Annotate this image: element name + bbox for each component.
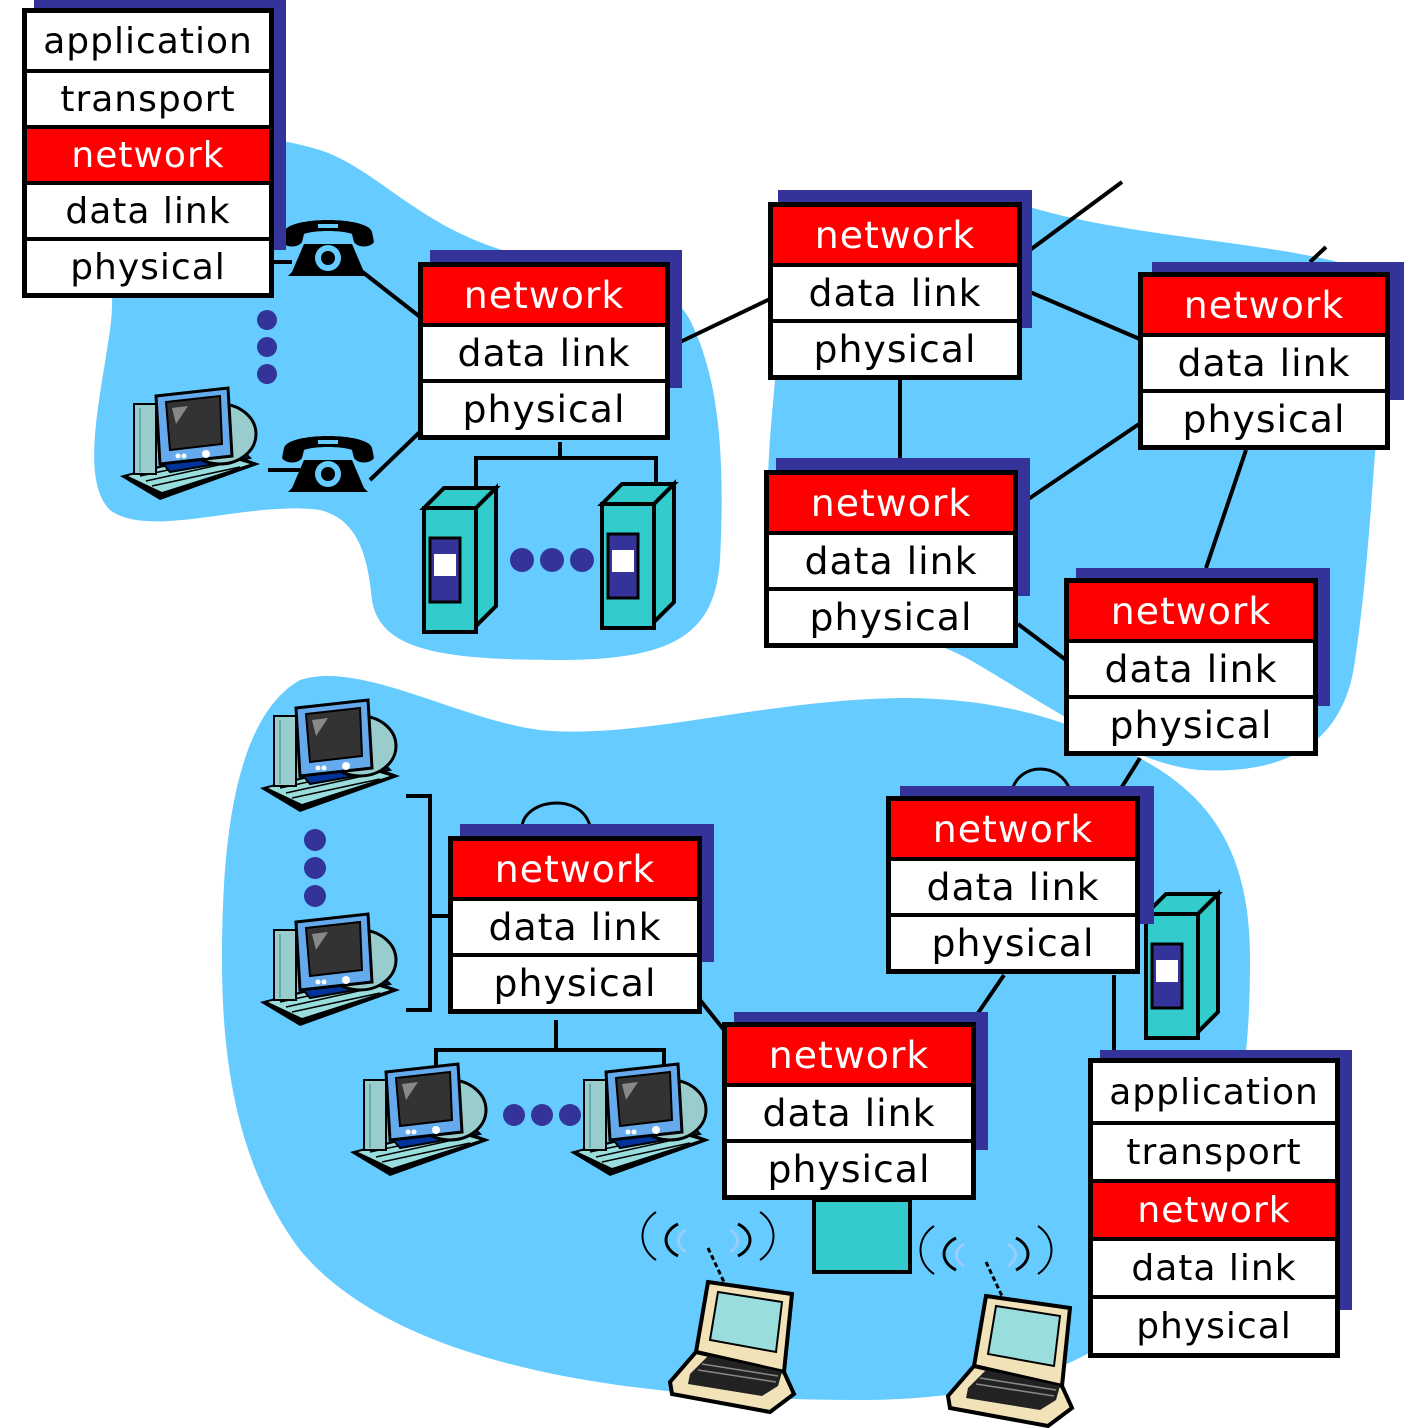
- layer-data-link: data link: [423, 323, 665, 379]
- ellipsis-dots-icon: [304, 885, 326, 907]
- layer-data-link: data link: [769, 531, 1013, 587]
- layer-data-link: data link: [1093, 1237, 1335, 1295]
- ellipsis-dots-icon: [304, 857, 326, 879]
- access-point-icon: [812, 1198, 912, 1274]
- layer-network: network: [27, 125, 269, 181]
- ellipsis-dots-icon: [540, 548, 564, 572]
- layer-network: network: [891, 801, 1135, 857]
- layer-physical: physical: [27, 237, 269, 293]
- layer-network: network: [773, 207, 1017, 263]
- ellipsis-dots: [257, 310, 594, 1126]
- ellipsis-dots-icon: [531, 1104, 553, 1126]
- layer-physical: physical: [1069, 695, 1313, 751]
- links: [268, 180, 1328, 1072]
- layer-application: application: [43, 20, 253, 62]
- ellipsis-dots-icon: [257, 310, 277, 330]
- server-icon: [422, 486, 498, 634]
- ellipsis-dots-icon: [304, 829, 326, 851]
- layer-data-link: data link: [1069, 639, 1313, 695]
- layer-network: network: [423, 267, 665, 323]
- layer-physical: physical: [1143, 389, 1385, 445]
- server-icon: [1144, 892, 1220, 1040]
- ellipsis-dots-icon: [257, 364, 277, 384]
- ellipsis-dots-icon: [559, 1104, 581, 1126]
- layer-physical: physical: [727, 1139, 971, 1195]
- layer-transport: transport: [27, 69, 269, 125]
- layer-network: network: [453, 841, 697, 897]
- layer-network: network: [1143, 277, 1385, 333]
- layer-application: application: [1109, 1071, 1319, 1113]
- ellipsis-dots-icon: [503, 1104, 525, 1126]
- layer-network: network: [1093, 1179, 1335, 1237]
- ellipsis-dots-icon: [257, 337, 277, 357]
- server-icon: [600, 482, 676, 630]
- layer-data-link: data link: [891, 857, 1135, 913]
- layer-network: network: [727, 1027, 971, 1083]
- layer-data-link: data link: [727, 1083, 971, 1139]
- ellipsis-dots-icon: [510, 548, 534, 572]
- layer-physical: physical: [1093, 1295, 1335, 1353]
- layer-physical: physical: [773, 319, 1017, 375]
- layer-data-link: data link: [773, 263, 1017, 319]
- devices: [118, 220, 1220, 1428]
- layer-transport: transport: [1093, 1121, 1335, 1179]
- layer-physical: physical: [453, 953, 697, 1009]
- layer-physical: physical: [423, 379, 665, 435]
- layer-network: network: [769, 475, 1013, 531]
- layer-data-link: data link: [453, 897, 697, 953]
- ellipsis-dots-icon: [570, 548, 594, 572]
- layer-physical: physical: [769, 587, 1013, 643]
- layer-data-link: data link: [27, 181, 269, 237]
- layer-network: network: [1069, 583, 1313, 639]
- layer-data-link: data link: [1143, 333, 1385, 389]
- layer-physical: physical: [891, 913, 1135, 969]
